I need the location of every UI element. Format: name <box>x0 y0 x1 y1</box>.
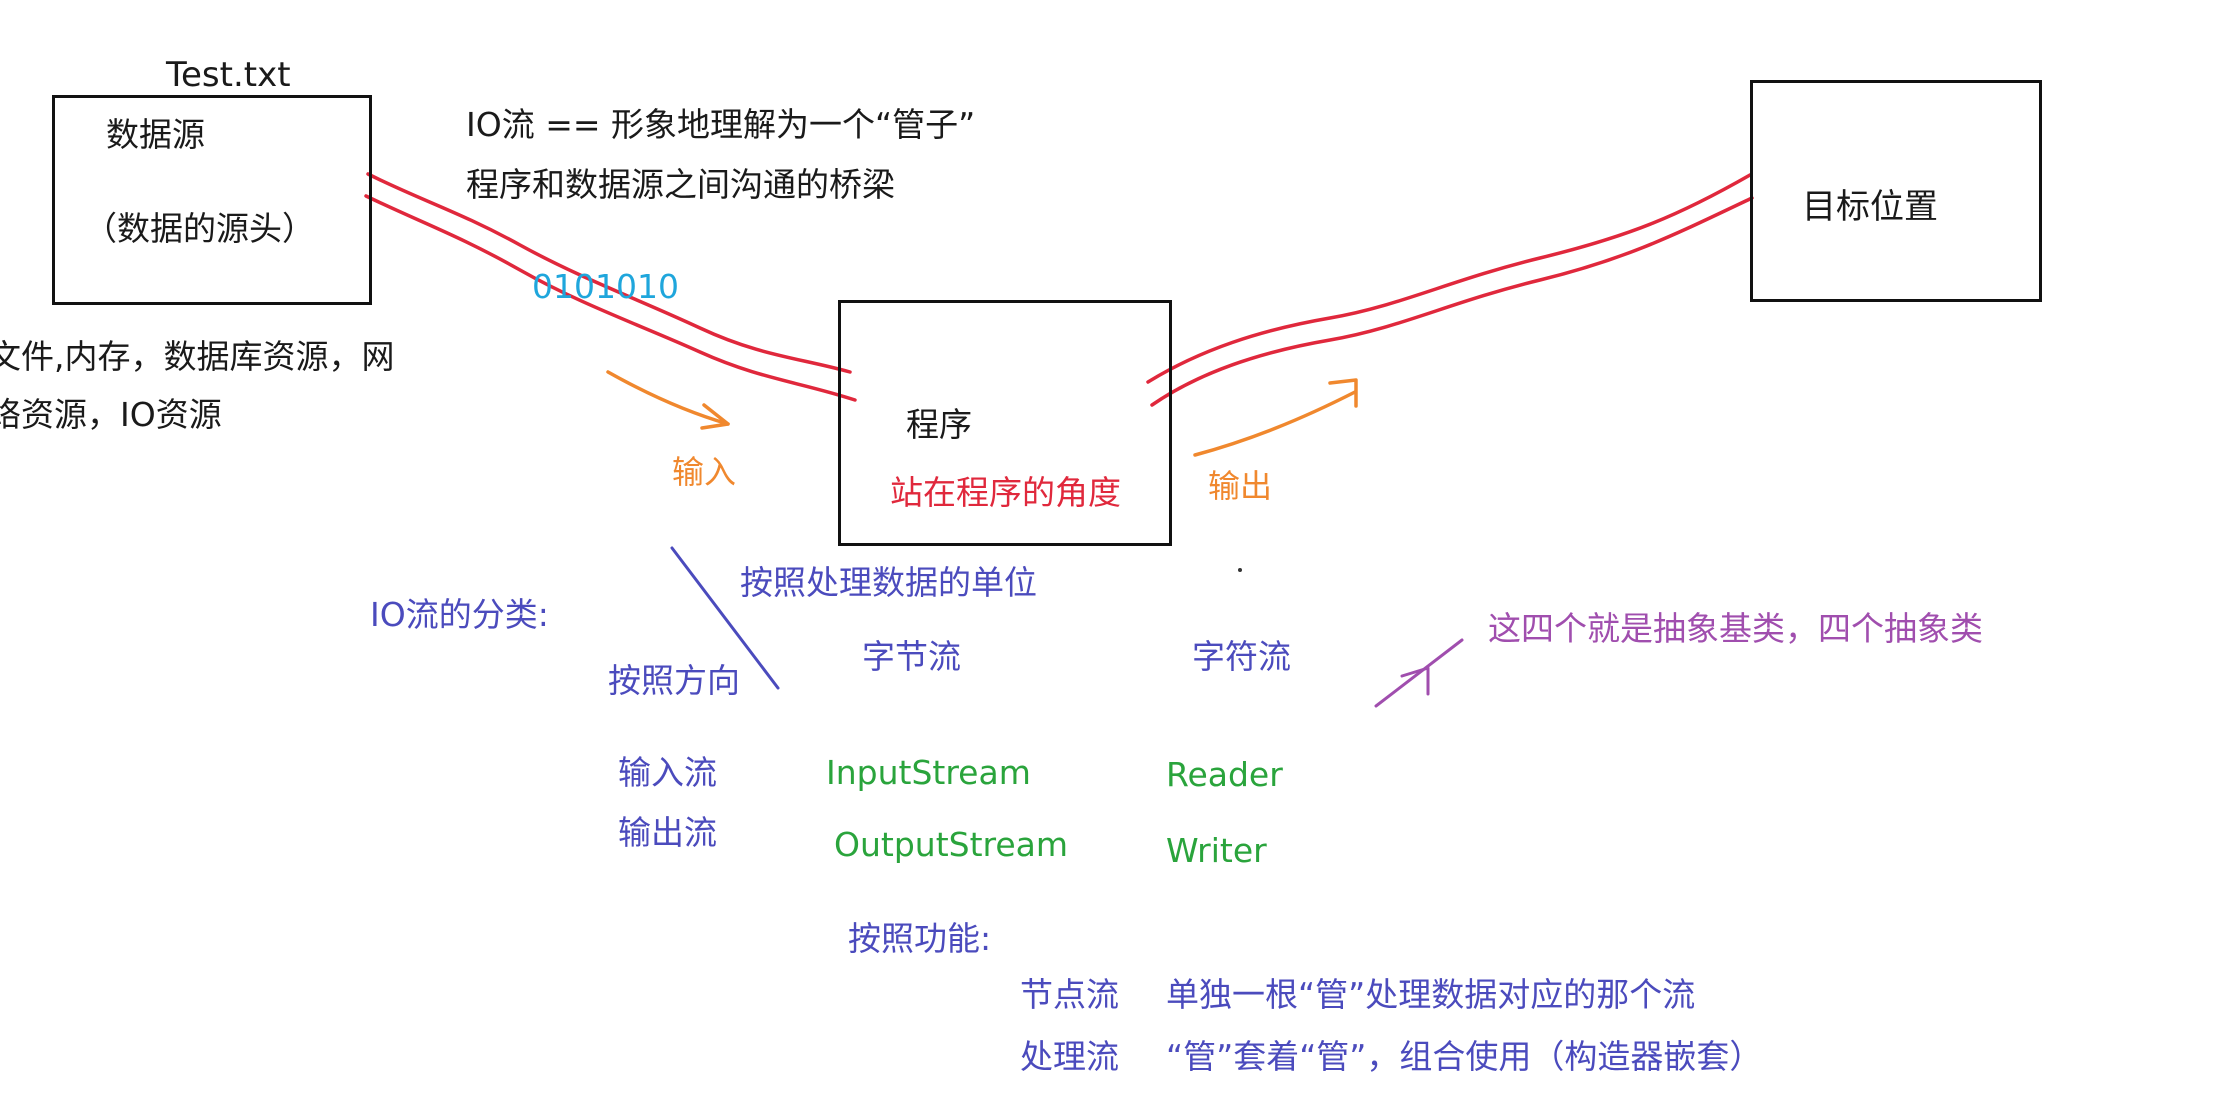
target-box <box>1750 80 2042 302</box>
diagonal-slash <box>670 546 780 690</box>
target-title: 目标位置 <box>1802 187 1938 227</box>
output-label: 输出 <box>1208 467 1273 505</box>
io-note-line1: IO流 == 形象地理解为一个“管子” <box>466 105 976 144</box>
by-function-label: 按照功能: <box>848 919 992 958</box>
byte-stream-label: 字节流 <box>862 637 961 676</box>
stray-dot <box>1238 568 1242 572</box>
char-stream-label: 字符流 <box>1192 637 1291 676</box>
source-examples-line2: 络资源，IO资源 <box>0 395 222 434</box>
output-stream-label: 输出流 <box>618 813 717 852</box>
io-note-line2: 程序和数据源之间沟通的桥梁 <box>466 165 895 204</box>
source-filename: Test.txt <box>166 55 291 95</box>
processing-stream-label: 处理流 <box>1020 1037 1119 1076</box>
source-subtitle: （数据的源头） <box>84 209 315 248</box>
reader-class: Reader <box>1166 755 1283 794</box>
by-unit-label: 按照处理数据的单位 <box>740 563 1037 602</box>
input-arrowhead <box>700 403 730 430</box>
classification-title: IO流的分类: <box>370 595 549 634</box>
input-stream-label: 输入流 <box>618 753 717 792</box>
right-pipe-upper <box>1146 173 1752 384</box>
writer-class: Writer <box>1166 831 1267 870</box>
program-note: 站在程序的角度 <box>890 473 1121 512</box>
output-arrowhead <box>1328 378 1358 408</box>
right-pipe-lower <box>1150 196 1754 407</box>
node-stream-desc: 单独一根“管”处理数据对应的那个流 <box>1166 975 1696 1014</box>
source-box <box>52 95 372 305</box>
abstract-arrowhead <box>1400 666 1430 696</box>
binary-label: 0101010 <box>532 267 679 306</box>
left-pipe-lower <box>364 194 857 402</box>
inputstream-class: InputStream <box>826 753 1031 792</box>
input-label: 输入 <box>672 453 737 491</box>
input-arrow <box>606 370 730 426</box>
output-arrow <box>1193 390 1357 457</box>
abstract-arrow <box>1374 638 1464 708</box>
source-title: 数据源 <box>106 115 205 154</box>
outputstream-class: OutputStream <box>834 825 1069 864</box>
left-pipe-upper <box>366 172 852 374</box>
abstract-note: 这四个就是抽象基类，四个抽象类 <box>1488 609 1983 648</box>
program-title: 程序 <box>906 405 972 444</box>
processing-stream-desc: “管”套着“管”，组合使用（构造器嵌套） <box>1166 1037 1763 1076</box>
program-box <box>838 300 1172 546</box>
node-stream-label: 节点流 <box>1020 975 1119 1014</box>
by-direction-label: 按照方向 <box>608 661 740 700</box>
source-examples-line1: 文件,内存，数据库资源，网 <box>0 337 395 376</box>
